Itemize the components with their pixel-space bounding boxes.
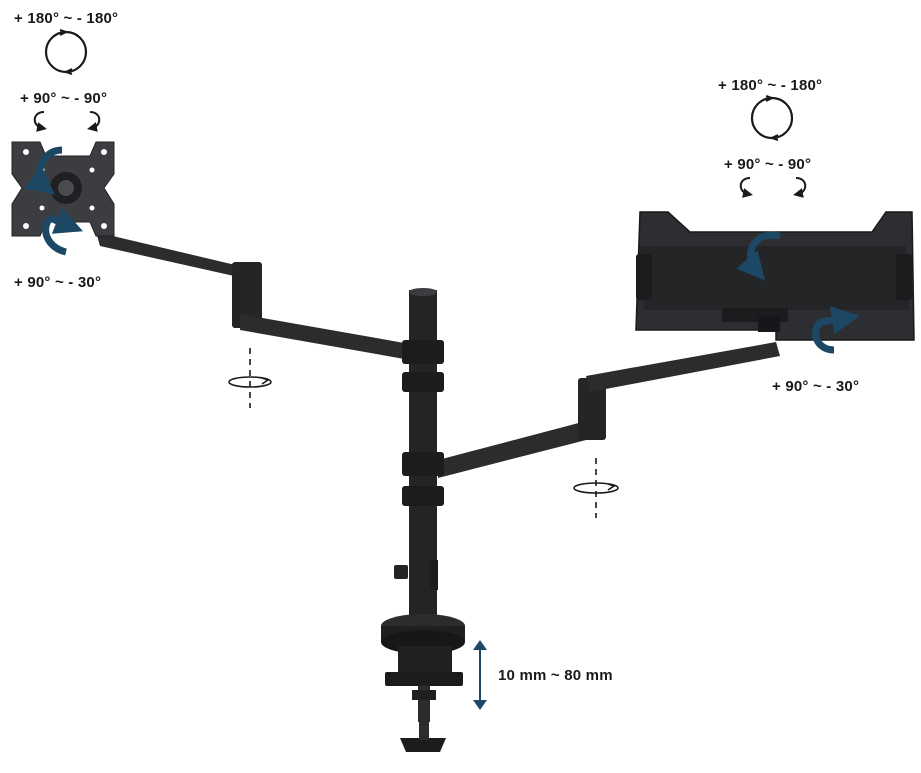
- desk-clamp: [381, 614, 465, 752]
- pole-knob: [394, 565, 408, 579]
- vertical-range-arrow-icon: [473, 640, 487, 710]
- right-swivel-label: + 90° ~ - 90°: [724, 156, 812, 173]
- laptop-tray: [635, 211, 915, 341]
- left-arm: [96, 232, 410, 360]
- rotate-circle-icon: [44, 29, 88, 75]
- left-swivel-label: + 90° ~ - 90°: [20, 90, 108, 107]
- left-rotation-label: + 180° ~ - 180°: [14, 10, 119, 27]
- right-tilt-label: + 90° ~ - 30°: [772, 378, 860, 395]
- swivel-right-icon: [793, 177, 807, 198]
- right-arm: [438, 342, 780, 478]
- tray-rotate-icon: [736, 231, 860, 354]
- rotation-axis-icon: [228, 348, 272, 408]
- right-arm-elbow: [578, 378, 606, 440]
- swivel-left-icon: [739, 177, 753, 198]
- vesa-rotate-icon: [24, 146, 83, 256]
- rotate-circle-icon: [750, 95, 794, 141]
- rotation-axis-icon: [573, 458, 619, 518]
- center-pole: [394, 288, 444, 620]
- right-rotation-label: + 180° ~ - 180°: [718, 77, 823, 94]
- clamp-thickness-label: 10 mm ~ 80 mm: [498, 667, 613, 684]
- swivel-left-icon: [33, 111, 47, 132]
- swivel-right-icon: [87, 111, 101, 132]
- left-arm-elbow: [232, 262, 262, 328]
- left-tilt-label: + 90° ~ - 30°: [14, 274, 102, 291]
